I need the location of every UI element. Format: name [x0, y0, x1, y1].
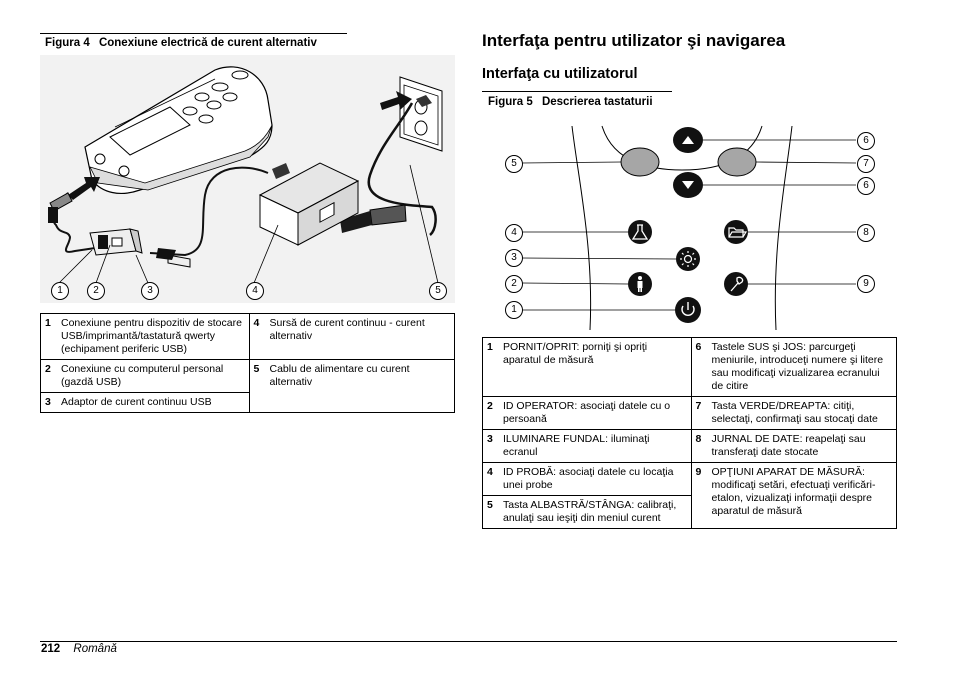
green-right-key: [717, 147, 757, 177]
figure5-top-rule: [482, 91, 672, 92]
subsection-title: Interfaţa cu utilizatorul: [482, 66, 638, 82]
fig4-callout-1: 1: [51, 282, 69, 300]
meter-device: [84, 66, 273, 194]
figure4-title: Conexiune electrică de curent alternativ: [98, 37, 317, 49]
power-supply: [258, 162, 360, 246]
table-row: 4 ID PROBĂ: asociaţi datele cu locaţia u…: [482, 462, 897, 529]
fig4-callout-4: 4: [246, 282, 264, 300]
plug-arrow: [380, 91, 412, 110]
fig5-callout-1: 1: [505, 301, 523, 319]
figure4-legend-table: 1 Conexiune pentru dispozitiv de stocare…: [40, 313, 455, 413]
figure4-top-rule: [40, 33, 347, 34]
legend-num: 8: [690, 429, 708, 463]
figure4-illustration: [40, 55, 455, 303]
legend-num: 4: [248, 313, 266, 360]
table-row: 5 Tasta ALBASTRĂ/STÂNGA: calibraţi, anul…: [482, 495, 897, 529]
legend-num: 1: [40, 313, 57, 360]
legend-text: Tasta ALBASTRĂ/STÂNGA: calibraţi, anulaţ…: [499, 495, 692, 529]
down-arrow-icon: [682, 181, 694, 189]
table-row: 1 PORNIT/OPRIT: porniţi şi opriţi aparat…: [482, 337, 897, 397]
fig4-callout-2: 2: [87, 282, 105, 300]
table-row: 2 Conexiune cu computerul personal (gazd…: [40, 359, 455, 413]
fig5-callout-6-down: 6: [857, 177, 875, 195]
folder-icon: [728, 227, 748, 238]
legend-num: 5: [482, 495, 499, 529]
wall-outlet: [399, 76, 443, 152]
footer-rule: [40, 641, 897, 642]
legend-num: 5: [248, 359, 266, 413]
legend-text: PORNIT/OPRIT: porniţi şi opriţi aparatul…: [499, 337, 692, 397]
legend-text: Sursă de curent continuu - curent altern…: [265, 313, 455, 360]
legend-text: OPŢIUNI APARAT DE MĂSURĂ: modificaţi set…: [707, 462, 897, 529]
blue-left-key: [620, 147, 660, 177]
footer-language: Română: [73, 643, 117, 655]
sun-icon: [683, 254, 693, 264]
figure4-caption: Figura 4 Conexiune electrică de curent a…: [45, 37, 317, 49]
section-title: Interfaţa pentru utilizator şi navigarea: [482, 31, 786, 50]
legend-text: ID OPERATOR: asociaţi datele cu o persoa…: [499, 396, 692, 430]
legend-num: 9: [690, 462, 708, 529]
table-row: 1 Conexiune pentru dispozitiv de stocare…: [40, 313, 455, 360]
fig5-callout-7: 7: [857, 155, 875, 173]
table-row: 3 Adaptor de curent continuu USB: [40, 392, 455, 413]
power-icon: [681, 305, 695, 316]
figure4-number: Figura 4: [45, 37, 90, 49]
fig5-callout-3: 3: [505, 249, 523, 267]
sample-id-key: [628, 220, 652, 244]
legend-text: Tasta VERDE/DREAPTA: citiţi, selectaţi, …: [707, 396, 897, 430]
legend-num: 2: [40, 359, 57, 393]
usb-adapter: [89, 228, 143, 256]
person-icon: [637, 276, 643, 292]
figure5-title: Descrierea tastaturii: [541, 96, 653, 108]
backlight-key: [676, 247, 700, 271]
legend-text: Tastele SUS şi JOS: parcurgeţi meniurile…: [707, 337, 897, 397]
legend-text: ILUMINARE FUNDAL: iluminaţi ecranul: [499, 429, 692, 463]
figure5-caption: Figura 5 Descrierea tastaturii: [488, 96, 653, 108]
legend-text: JURNAL DE DATE: reapelaţi sau transferaţ…: [707, 429, 897, 463]
meter-options-key: [724, 272, 748, 296]
legend-text: Conexiune cu computerul personal (gazdă …: [57, 359, 250, 393]
figure5-number: Figura 5: [488, 96, 533, 108]
up-arrow-icon: [682, 136, 694, 144]
figure5-legend-table: 1 PORNIT/OPRIT: porniţi şi opriţi aparat…: [482, 337, 897, 529]
fig5-callout-8: 8: [857, 224, 875, 242]
page-footer: 212 Română: [41, 643, 117, 655]
legend-num: 6: [690, 337, 708, 397]
fig5-callout-4: 4: [505, 224, 523, 242]
wrench-icon: [730, 276, 744, 292]
legend-num: 4: [482, 462, 499, 496]
legend-num: 7: [690, 396, 708, 430]
page-number: 212: [41, 643, 61, 655]
table-row: 2 ID OPERATOR: asociaţi datele cu o pers…: [482, 396, 897, 430]
fig5-callout-5: 5: [505, 155, 523, 173]
fig5-callout-2: 2: [505, 275, 523, 293]
legend-text: ID PROBĂ: asociaţi datele cu locaţia une…: [499, 462, 692, 496]
legend-num: 2: [482, 396, 499, 430]
figure5-keypad-illustration: [521, 125, 857, 330]
fig4-callout-5: 5: [429, 282, 447, 300]
flask-icon: [631, 224, 649, 240]
legend-num: 3: [482, 429, 499, 463]
fig5-callout-9: 9: [857, 275, 875, 293]
fig4-callout-3: 3: [141, 282, 159, 300]
legend-text: Adaptor de curent continuu USB: [57, 392, 250, 413]
legend-text: Cablu de alimentare cu curent alternativ: [265, 359, 455, 413]
legend-num: 3: [40, 392, 57, 413]
fig5-callout-6-up: 6: [857, 132, 875, 150]
legend-num: 1: [482, 337, 499, 397]
legend-text: Conexiune pentru dispozitiv de stocare U…: [57, 313, 250, 360]
table-row: 3 ILUMINARE FUNDAL: iluminaţi ecranul 8 …: [482, 429, 897, 463]
